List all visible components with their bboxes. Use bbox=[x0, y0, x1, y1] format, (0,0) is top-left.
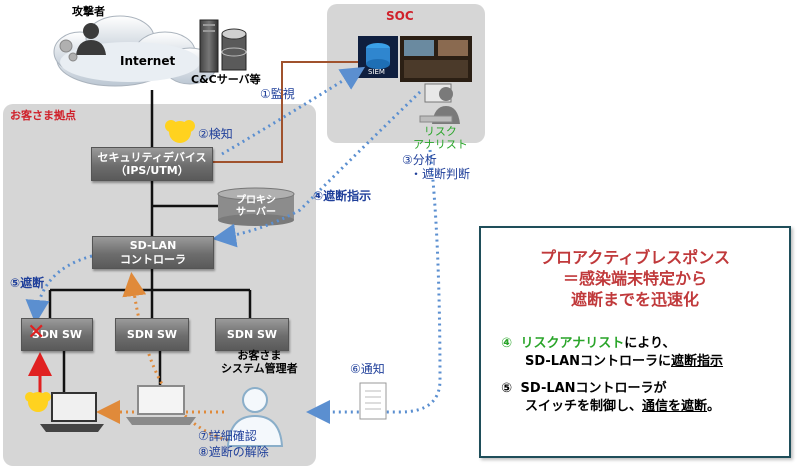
step-detect: ②検知 bbox=[198, 127, 233, 141]
panel-item-4-rest: により、 bbox=[624, 336, 676, 351]
panel-item-4: ④ リスクアナリストにより、 SD-LANコントローラに遮断指示 bbox=[501, 335, 723, 370]
sdn-switch-3[interactable]: SDN SW bbox=[215, 318, 289, 351]
admin-label-line2: システム管理者 bbox=[221, 361, 298, 375]
panel-item-4-actor: リスクアナリスト bbox=[520, 336, 625, 351]
infected-laptop-icon bbox=[40, 392, 104, 432]
siem-icon bbox=[358, 36, 398, 78]
admin-label: お客さま システム管理者 bbox=[221, 349, 298, 375]
panel-title-line1: プロアクティブレスポンス bbox=[540, 248, 730, 267]
panel-item-5-number: ⑤ bbox=[501, 381, 513, 396]
panel-item-5-line2b: 通信を遮断 bbox=[642, 398, 708, 414]
step-monitor: ①監視 bbox=[260, 87, 295, 101]
proxy-label-line2: サーバー bbox=[236, 206, 276, 218]
laptop-icon bbox=[126, 385, 196, 425]
alert-burst-icon bbox=[165, 120, 195, 143]
proxy-server-icon bbox=[217, 187, 295, 226]
proxy-label: プロキシ サーバー bbox=[236, 195, 276, 218]
step-analyze-line2: ・遮断判断 bbox=[410, 166, 471, 181]
analyst-label: リスク アナリスト bbox=[413, 125, 468, 151]
admin-label-line1: お客さま bbox=[237, 349, 282, 362]
security-device-line1: セキュリティデバイス bbox=[97, 150, 207, 164]
step-release: ⑧遮断の解除 bbox=[198, 445, 269, 459]
attacker-label: 攻撃者 bbox=[72, 5, 105, 18]
proxy-label-line1: プロキシ bbox=[236, 195, 276, 206]
panel-item-5: ⑤ SD-LANコントローラが スイッチを制御し、通信を遮断。 bbox=[501, 380, 720, 415]
step-notify: ⑥通知 bbox=[350, 362, 385, 376]
cc-server-label: C&Cサーバ等 bbox=[191, 73, 261, 86]
step-confirm: ⑦詳細確認 bbox=[198, 429, 257, 443]
cc-server-icon bbox=[199, 19, 247, 73]
soc-room-photo bbox=[400, 36, 472, 82]
infected-burst-icon bbox=[25, 392, 51, 412]
soc-title: SOC bbox=[386, 9, 414, 23]
step-block-instruction: ④遮断指示 bbox=[313, 189, 372, 203]
notification-document-icon bbox=[359, 382, 387, 420]
security-device-line2: （IPS/UTM） bbox=[115, 164, 189, 177]
analyst-icon bbox=[419, 83, 460, 124]
panel-item-4-line2a: SD-LANコントローラに bbox=[525, 353, 672, 369]
panel-title-line3: 遮断までを迅速化 bbox=[570, 290, 699, 309]
analyst-label-line1: リスク bbox=[423, 125, 457, 138]
panel-item-5-line2a: スイッチを制御し、 bbox=[525, 398, 643, 414]
step-block: ⑤遮断 bbox=[10, 276, 45, 290]
panel-title-line2: ＝感染端末特定から bbox=[562, 269, 707, 288]
monitoring-link bbox=[212, 61, 358, 163]
panel-item-5-line2c: 。 bbox=[707, 398, 721, 414]
sdn-switch-2[interactable]: SDN SW bbox=[115, 318, 189, 351]
summary-panel: プロアクティブレスポンス ＝感染端末特定から 遮断までを迅速化 ④ リスクアナリ… bbox=[479, 226, 791, 458]
internet-cloud bbox=[53, 15, 217, 87]
siem-label: SIEM bbox=[368, 68, 385, 76]
panel-item-4-line2b: 遮断指示 bbox=[671, 353, 724, 369]
release-arrow bbox=[122, 272, 229, 442]
notify-arrow bbox=[306, 149, 442, 424]
sdlan-controller-line1: SD-LAN bbox=[129, 239, 177, 253]
security-device[interactable]: セキュリティデバイス （IPS/UTM） bbox=[91, 147, 213, 181]
block-mark-icon: ✕ bbox=[27, 320, 46, 345]
admin-icon bbox=[226, 387, 284, 447]
panel-item-5-line1: SD-LANコントローラが bbox=[520, 381, 667, 396]
sdlan-controller[interactable]: SD-LAN コントローラ bbox=[92, 236, 214, 269]
step-analyze: ③分析 ・遮断判断 bbox=[402, 153, 471, 182]
sdn-switch-1[interactable]: SDN SW bbox=[21, 318, 93, 351]
attacker-icon bbox=[59, 23, 106, 62]
panel-item-4-number: ④ bbox=[501, 336, 513, 351]
sdlan-controller-line2: コントローラ bbox=[120, 252, 186, 266]
internet-label: Internet bbox=[120, 54, 176, 68]
site-title: お客さま拠点 bbox=[10, 109, 76, 122]
analyst-label-line2: アナリスト bbox=[413, 137, 468, 151]
step-analyze-line1: ③分析 bbox=[402, 153, 437, 167]
